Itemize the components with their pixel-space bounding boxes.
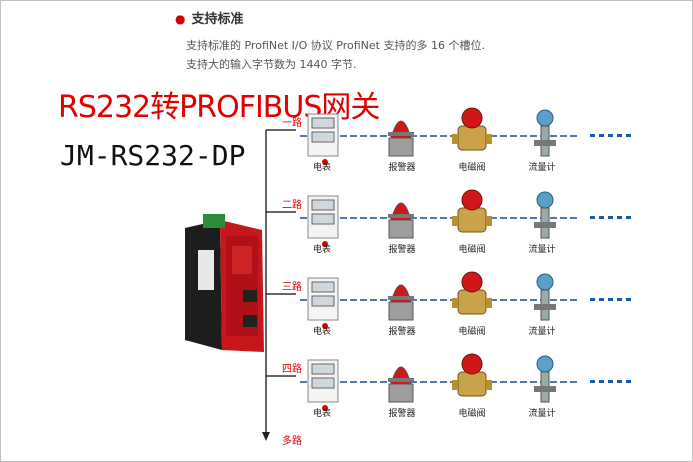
section-desc-line1: 支持标准的 ProfiNet I/O 协议 ProfiNet 支持的多 16 个… bbox=[186, 39, 485, 52]
device-label: 流量计 bbox=[528, 407, 555, 419]
device-label: 流量计 bbox=[528, 243, 555, 255]
device-label: 报警器 bbox=[388, 407, 415, 419]
meter-icon bbox=[307, 359, 339, 411]
device-label: 电磁阀 bbox=[458, 325, 485, 337]
branch-label-more: 多路 bbox=[282, 434, 302, 447]
continuation-dot bbox=[608, 134, 613, 137]
gateway-device bbox=[185, 214, 264, 352]
model-name: JM-RS232-DP bbox=[60, 139, 246, 172]
valve-icon bbox=[452, 271, 492, 315]
continuation-dot bbox=[626, 216, 631, 219]
flowmeter-icon bbox=[534, 109, 556, 157]
continuation-dot bbox=[608, 216, 613, 219]
continuation-dot bbox=[626, 298, 631, 301]
continuation-dot bbox=[608, 298, 613, 301]
device-label: 电表 bbox=[313, 407, 331, 419]
continuation-dot bbox=[617, 380, 622, 383]
continuation-dot bbox=[590, 380, 595, 383]
branch-label: 四路 bbox=[282, 362, 302, 375]
continuation-dot bbox=[590, 134, 595, 137]
alarm-icon bbox=[388, 366, 414, 403]
meter-icon bbox=[307, 113, 339, 165]
continuation-dot bbox=[599, 298, 604, 301]
device-label: 电表 bbox=[313, 325, 331, 337]
alarm-icon bbox=[388, 202, 414, 239]
device-label: 流量计 bbox=[528, 161, 555, 173]
meter-icon bbox=[307, 277, 339, 329]
device-label: 报警器 bbox=[388, 161, 415, 173]
continuation-dot bbox=[626, 380, 631, 383]
valve-icon bbox=[452, 189, 492, 233]
flowmeter-icon bbox=[534, 355, 556, 403]
continuation-dot bbox=[617, 298, 622, 301]
flowmeter-icon bbox=[534, 191, 556, 239]
valve-icon bbox=[452, 107, 492, 151]
trunk-arrow-icon bbox=[262, 432, 270, 441]
continuation-dot bbox=[599, 380, 604, 383]
device-label: 电磁阀 bbox=[458, 161, 485, 173]
continuation-dot bbox=[590, 216, 595, 219]
alarm-icon bbox=[388, 120, 414, 157]
section-desc-line2: 支持大的输入字节数为 1440 字节. bbox=[186, 58, 357, 71]
continuation-dot bbox=[608, 380, 613, 383]
continuation-dot bbox=[626, 134, 631, 137]
device-label: 报警器 bbox=[388, 325, 415, 337]
continuation-dot bbox=[617, 134, 622, 137]
device-label: 流量计 bbox=[528, 325, 555, 337]
device-label: 电磁阀 bbox=[458, 407, 485, 419]
section-title: ●支持标准 bbox=[175, 12, 244, 27]
valve-icon bbox=[452, 353, 492, 397]
alarm-icon bbox=[388, 284, 414, 321]
device-label: 电表 bbox=[313, 243, 331, 255]
continuation-dot bbox=[617, 216, 622, 219]
bullet-icon: ● bbox=[175, 12, 186, 26]
meter-icon bbox=[307, 195, 339, 247]
device-label: 电磁阀 bbox=[458, 243, 485, 255]
branch-label: 一路 bbox=[282, 116, 302, 129]
device-label: 电表 bbox=[313, 161, 331, 173]
device-label: 报警器 bbox=[388, 243, 415, 255]
continuation-dot bbox=[599, 216, 604, 219]
continuation-dot bbox=[590, 298, 595, 301]
continuation-dot bbox=[599, 134, 604, 137]
branch-label: 二路 bbox=[282, 198, 302, 211]
branch-label: 三路 bbox=[282, 280, 302, 293]
flowmeter-icon bbox=[534, 273, 556, 321]
